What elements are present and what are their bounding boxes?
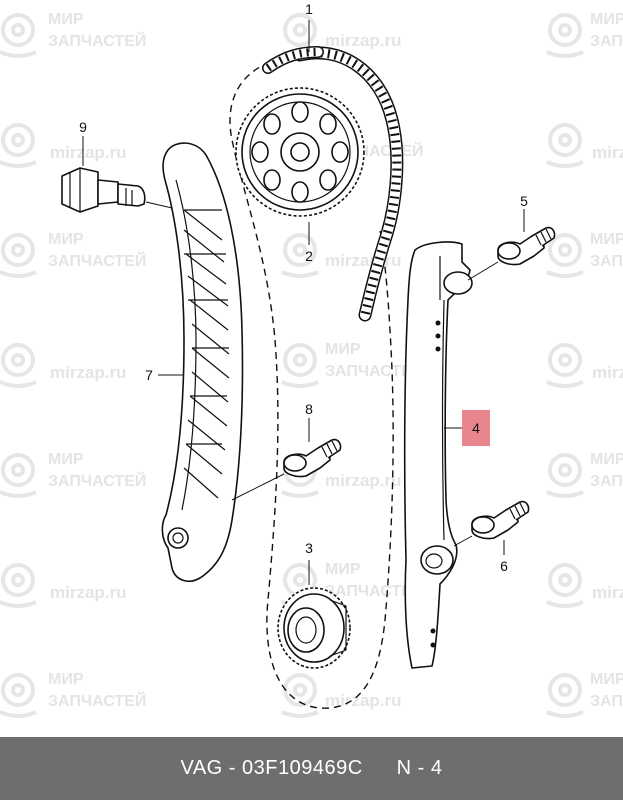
callout-8: 8 bbox=[305, 401, 313, 417]
part-number-label: VAG - 03F109469C bbox=[180, 757, 363, 779]
watermark-text: ЗАПЧАСТЕЙ bbox=[48, 31, 146, 50]
watermark-text: ЗАПЧАСТЕЙ bbox=[590, 691, 623, 710]
tensioner-rail bbox=[403, 241, 473, 669]
watermark-text: ЗАПЧАСТЕЙ bbox=[48, 471, 146, 490]
watermark-text: mirzap.ru bbox=[325, 471, 402, 490]
callout-5: 5 bbox=[520, 193, 528, 209]
pin-bolt bbox=[467, 226, 556, 281]
highlight-box bbox=[462, 410, 490, 446]
watermark-text: ЗАПЧАСТЕЙ bbox=[590, 251, 623, 270]
callout-1: 1 bbox=[305, 1, 313, 17]
watermark-text: mirzap.ru bbox=[50, 143, 127, 162]
watermark-text: МИР bbox=[325, 561, 361, 578]
callout-4: 4 bbox=[472, 420, 480, 436]
watermark-text: ЗАПЧАСТЕЙ bbox=[590, 471, 623, 490]
pin-bolt bbox=[231, 438, 342, 501]
callout-9: 9 bbox=[79, 119, 87, 135]
watermark-text: mirzap.ru bbox=[592, 143, 623, 162]
watermark-text: ЗАПЧАСТЕЙ bbox=[590, 31, 623, 50]
watermark-text: ЗАПЧАСТЕЙ bbox=[48, 691, 146, 710]
watermark-text: mirzap.ru bbox=[592, 363, 623, 382]
watermark-text: МИР bbox=[590, 231, 623, 248]
watermark-text: ЗАПЧАСТЕЙ bbox=[325, 581, 423, 600]
watermark-text: МИР bbox=[48, 671, 84, 688]
watermark-text: МИР bbox=[48, 11, 84, 28]
watermark-text: ЗАПЧАСТЕЙ bbox=[48, 251, 146, 270]
watermark-text: МИР bbox=[48, 451, 84, 468]
camshaft-sprocket bbox=[235, 87, 365, 217]
watermark-text: mirzap.ru bbox=[592, 583, 623, 602]
watermark-text: МИР bbox=[590, 451, 623, 468]
timing-chain-diagram: МИР ЗАПЧАСТЕЙ mirzap.ru МИР ЗАПЧАСТЕЙ mi… bbox=[0, 1, 623, 718]
watermark-text: mirzap.ru bbox=[325, 691, 402, 710]
callout-7: 7 bbox=[145, 367, 153, 383]
watermark-text: МИР bbox=[325, 341, 361, 358]
watermark-text: ЗАПЧАСТЕЙ bbox=[325, 361, 423, 380]
watermark-text: mirzap.ru bbox=[325, 251, 402, 270]
watermark-text: МИР bbox=[590, 11, 623, 28]
watermark-text: mirzap.ru bbox=[50, 583, 127, 602]
callout-2: 2 bbox=[305, 248, 313, 264]
guide-rail bbox=[161, 142, 244, 582]
pin-bolt bbox=[453, 500, 530, 547]
watermark-text: mirzap.ru bbox=[50, 363, 127, 382]
position-label: N - 4 bbox=[396, 757, 443, 779]
chain-path-dashed bbox=[229, 54, 394, 709]
part-number-footer: VAG - 03F109469C N - 4 bbox=[0, 737, 623, 800]
crankshaft-sprocket bbox=[277, 587, 351, 669]
callout-3: 3 bbox=[305, 540, 313, 556]
watermark-text: mirzap.ru bbox=[325, 31, 402, 50]
timing-chain bbox=[262, 46, 404, 322]
watermark-text: МИР bbox=[590, 671, 623, 688]
watermark-text: МИР bbox=[48, 231, 84, 248]
callout-6: 6 bbox=[500, 558, 508, 574]
bolt bbox=[61, 167, 173, 213]
